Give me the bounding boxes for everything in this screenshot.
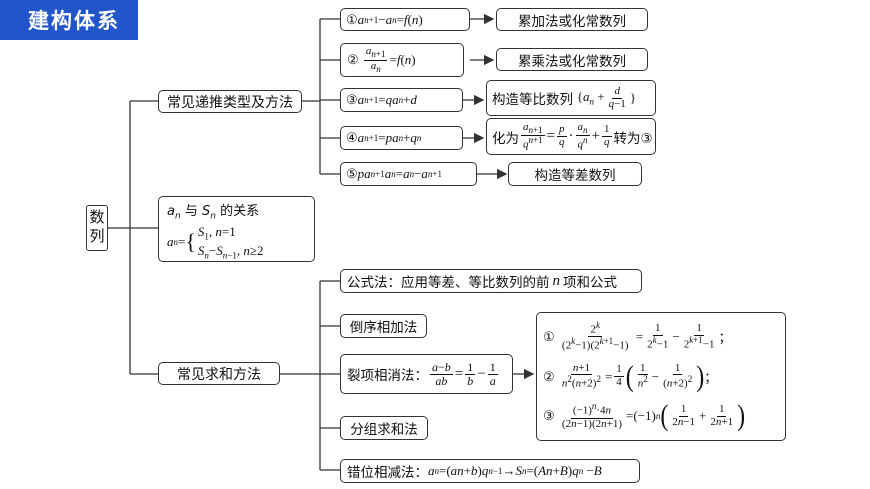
sum-reverse-label: 倒序相加法 [349,320,418,336]
root-node: 数列 [86,205,108,251]
sum-reverse-method: 倒序相加法 [340,314,427,338]
relation-case2: Sn−Sn−1, n≥2 [197,243,264,261]
sum-formula-method: 公式法：应用等差、等比数列的前 n 项和公式 [340,269,642,293]
section-banner: 建构体系 [0,0,138,40]
method-5-label: 构造等差数列 [534,168,616,184]
method-2: 累乘法或化常数列 [496,48,648,71]
summation-label: 常见求和方法 [177,366,261,383]
root-label: 数列 [87,209,106,247]
method-5: 构造等差数列 [508,162,642,186]
relation-title: an 与 Sn 的关系 [167,204,260,222]
recursion-node: 常见递推类型及方法 [158,90,302,113]
sum-group-label: 分组求和法 [350,422,418,438]
sum-group-method: 分组求和法 [340,416,428,440]
method-1: 累加法或化常数列 [496,8,648,31]
method-2-label: 累乘法或化常数列 [518,53,626,70]
brace-icon: { [185,229,196,255]
relation-case1: S1, n=1 [197,223,236,242]
summation-node: 常见求和方法 [158,362,280,385]
recursion-label: 常见递推类型及方法 [167,94,293,111]
method-1-label: 累加法或化常数列 [518,13,626,30]
